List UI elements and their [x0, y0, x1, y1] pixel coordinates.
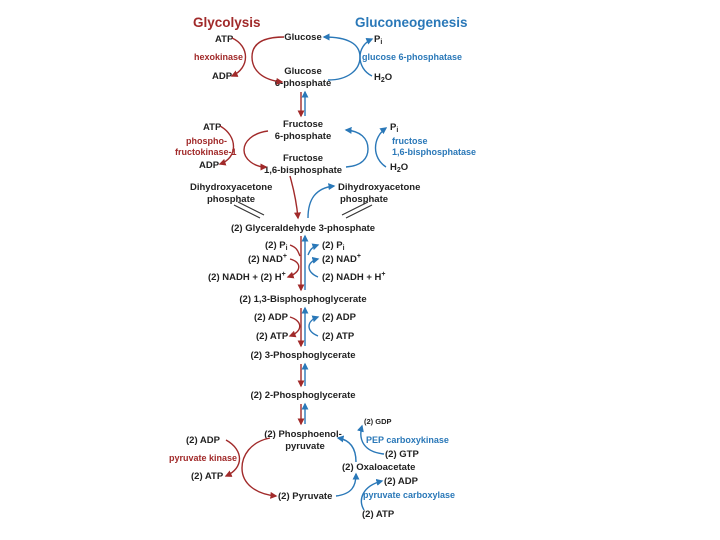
glucose-6-phosphatase-enzyme-label: glucose 6-phosphatase — [362, 52, 462, 62]
pfk-cofactor-arrow — [218, 125, 235, 166]
dhap-right-label-2: phosphate — [340, 194, 388, 205]
h2o-label-fbpase: H2O — [390, 162, 408, 174]
nadh-left-label: (2) NADH + (2) H+ — [208, 271, 286, 283]
pyruvate-kinase-arrow — [241, 437, 278, 499]
hexokinase-enzyme-label: hexokinase — [194, 52, 243, 62]
glyceraldehyde-3-phosphate-label: (2) Glyceraldehyde 3-phosphate — [231, 223, 375, 234]
adp-pyruvate-carboxylase-label: (2) ADP — [384, 476, 419, 487]
tpi-right-line-2 — [341, 201, 369, 216]
gapdh-pi-gluconeo-arrow — [307, 243, 320, 256]
gapdh-nad-gluconeo-arrow — [308, 256, 320, 278]
pyruvate-carboxylase-arrow — [335, 472, 360, 497]
gapdh-pi-glycolysis-arrow — [289, 244, 301, 257]
glucose-6-phosphate-label-2: 6-phosphate — [275, 78, 331, 89]
gluconeogenesis-title: Gluconeogenesis — [355, 15, 468, 30]
pepck-gtp-arrow — [357, 424, 385, 455]
hexokinase-cofactor-arrow — [230, 37, 247, 77]
pep-carboxykinase-enzyme-label: PEP carboxykinase — [366, 435, 449, 445]
atp-pyruvate-carboxylase-label: (2) ATP — [362, 509, 395, 520]
phosphoenolpyruvate-label-2: pyruvate — [285, 441, 325, 452]
aldolase-gluconeogenesis-arrow — [307, 183, 336, 219]
tpi-right-line-1 — [345, 204, 373, 219]
pi-right-label: (2) Pi — [322, 240, 345, 252]
fructose-6-phosphate-label-2: 6-phosphate — [275, 131, 331, 142]
pepck-arrow — [336, 435, 357, 463]
pyruvate-carboxylase-enzyme-label: pyruvate carboxylase — [363, 490, 455, 500]
nad-left-label: (2) NAD+ — [248, 253, 287, 265]
aldolase-glycolysis-arrow — [289, 175, 301, 220]
fbpase-arrow — [344, 126, 369, 168]
pi-label-glucose-6-phosphatase: Pi — [374, 34, 382, 46]
pi-label-fbpase: Pi — [390, 122, 398, 134]
gtp-label: (2) GTP — [385, 449, 419, 460]
hexokinase-arrow — [251, 36, 285, 85]
nad-right-label: (2) NAD+ — [322, 253, 361, 265]
pyruvate-kinase-cofactor-arrow — [224, 439, 241, 477]
tpi-left-line-1 — [233, 204, 261, 219]
3-phosphoglycerate-label: (2) 3-Phosphoglycerate — [250, 350, 355, 361]
pgk-glycolysis-arrow — [288, 316, 301, 338]
fructose-1-6-bisphosphate-label-2: 1,6-bisphosphate — [264, 165, 342, 176]
atp-label-pfk: ATP — [203, 122, 222, 133]
fbpase-cofactor-arrow — [374, 127, 388, 168]
h2o-label-glucose-6-phosphatase: H2O — [374, 72, 392, 84]
atp-right-pgk-label: (2) ATP — [322, 331, 355, 342]
pyruvate-label: (2) Pyruvate — [278, 491, 332, 502]
glucose-6-phosphatase-arrow — [322, 33, 361, 81]
gdp-label: (2) GDP — [364, 417, 392, 426]
phosphofructokinase-enzyme-label-2: fructokinase-1 — [175, 147, 237, 157]
fructose-6-phosphate-label-1: Fructose — [283, 119, 323, 130]
glucose-label: Glucose — [284, 32, 322, 43]
pyruvate-kinase-enzyme-label: pyruvate kinase — [169, 453, 237, 463]
dhap-right-label-1: Dihydroxyacetone — [338, 182, 420, 193]
phosphoenolpyruvate-label-1: (2) Phosphoenol- — [264, 429, 342, 440]
pgk-gluconeo-arrow — [308, 315, 320, 337]
adp-right-pgk-label: (2) ADP — [322, 312, 357, 323]
atp-left-pgk-label: (2) ATP — [256, 331, 289, 342]
oxaloacetate-label: (2) Oxaloacetate — [342, 462, 415, 473]
pi-left-label: (2) Pi — [265, 240, 288, 252]
tpi-left-line-2 — [237, 201, 265, 216]
fbpase-enzyme-label-1: fructose — [392, 136, 428, 146]
adp-label-hexokinase: ADP — [212, 71, 233, 82]
nadh-right-label: (2) NADH + H+ — [322, 271, 385, 283]
adp-left-pgk-label: (2) ADP — [254, 312, 289, 323]
dhap-left-label-1: Dihydroxyacetone — [190, 182, 272, 193]
glucose-6-phosphatase-cofactor-arrow — [359, 38, 374, 77]
2-phosphoglycerate-label: (2) 2-Phosphoglycerate — [250, 390, 355, 401]
dhap-left-label-2: phosphate — [207, 194, 255, 205]
phosphofructokinase-enzyme-label-1: phospho- — [186, 136, 227, 146]
fructose-1-6-bisphosphate-label-1: Fructose — [283, 153, 323, 164]
fbpase-enzyme-label-2: 1,6-bisphosphatase — [392, 147, 476, 157]
adp-label-pfk: ADP — [199, 160, 220, 171]
glucose-6-phosphate-label-1: Glucose — [284, 66, 322, 77]
pyruvate-carboxylase-atp-arrow — [360, 478, 384, 511]
atp-label-hexokinase: ATP — [215, 34, 234, 45]
gapdh-nad-glycolysis-arrow — [286, 258, 300, 279]
glycolysis-title: Glycolysis — [193, 15, 261, 30]
bisphosphoglycerate-label: (2) 1,3-Bisphosphoglycerate — [239, 294, 366, 305]
pfk-arrow — [243, 130, 269, 171]
atp-pyruvate-kinase-label: (2) ATP — [191, 471, 224, 482]
adp-pyruvate-kinase-label: (2) ADP — [186, 435, 221, 446]
